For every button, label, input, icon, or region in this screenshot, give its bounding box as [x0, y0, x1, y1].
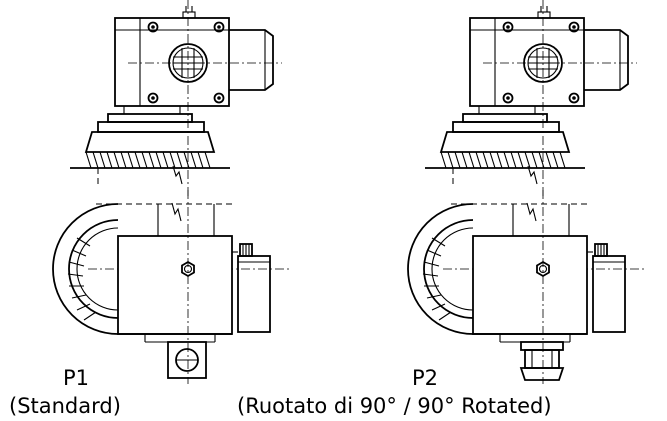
p1-position-code: P1 — [63, 366, 90, 390]
position-p2-drawing — [407, 0, 647, 384]
p2-top-view — [425, 0, 637, 198]
p1-top-flange — [84, 131, 216, 153]
p2-top-side-box — [584, 29, 629, 91]
p1-position-description: (Standard) — [9, 394, 121, 418]
p2-top-bolts — [502, 21, 580, 104]
p2-bottom-gear-arc — [407, 203, 474, 335]
position-p1-drawing — [52, 0, 292, 384]
p2-bottom-housing — [472, 235, 588, 335]
p1-top-housing — [114, 17, 230, 107]
p1-top-view — [70, 0, 282, 198]
p2-flange-rotated — [519, 341, 565, 381]
p2-bottom-view — [407, 190, 647, 384]
p1-top-side-box — [229, 29, 274, 91]
p1-bottom-gear-arc — [52, 203, 119, 335]
p2-top-flange — [439, 131, 571, 153]
p1-top-bolts — [147, 21, 225, 104]
p2-position-code: P2 — [412, 366, 439, 390]
p1-bottom-housing — [117, 235, 233, 335]
p2-top-housing — [469, 17, 585, 107]
p1-flange-standard — [167, 341, 207, 379]
p2-position-description: (Ruotato di 90° / 90° Rotated) — [237, 394, 552, 418]
p1-bottom-view — [52, 190, 292, 384]
